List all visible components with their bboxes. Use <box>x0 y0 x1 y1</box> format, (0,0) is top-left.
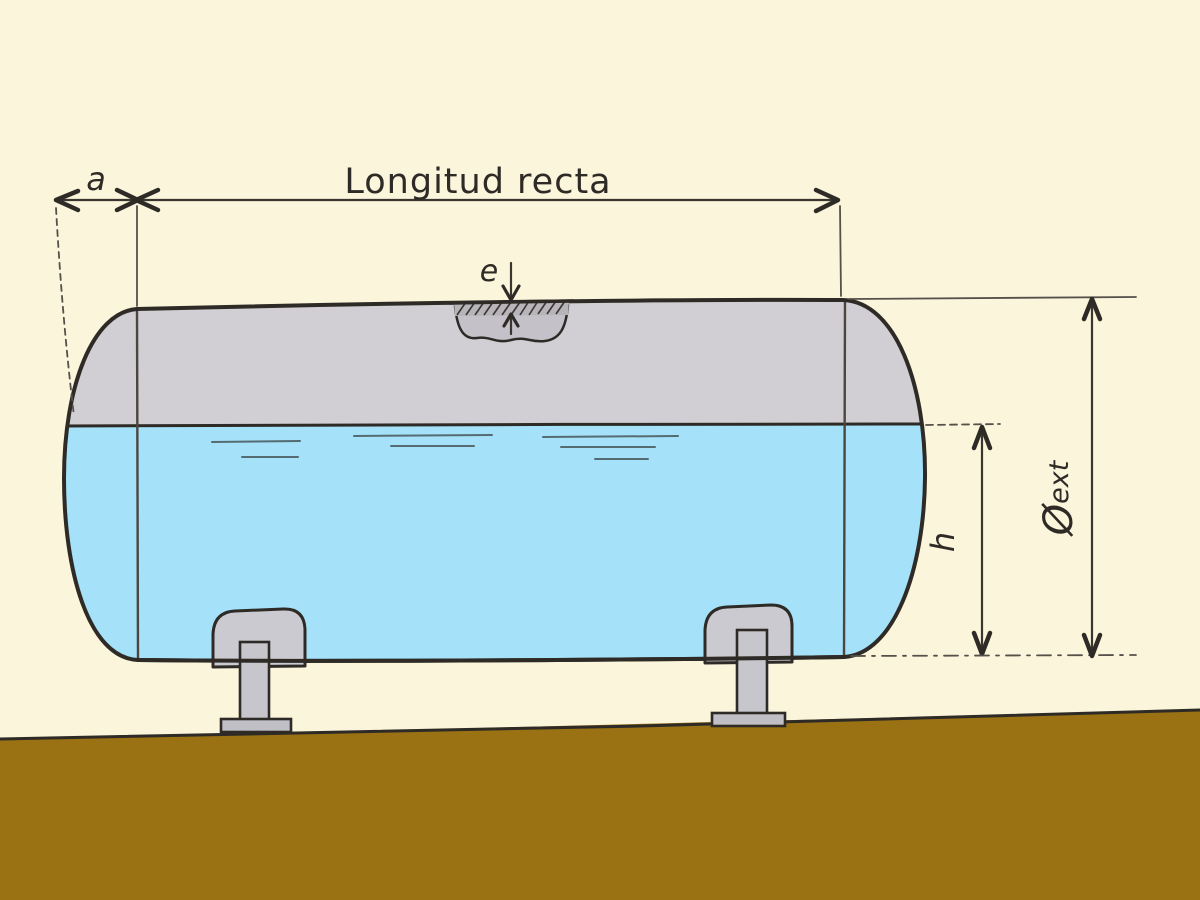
diameter-extension-line-top <box>848 296 1137 300</box>
wall-thickness-detail: e <box>448 254 575 343</box>
support-leg-right <box>703 603 794 728</box>
h-label: h <box>924 532 962 552</box>
thickness-arrow-down-head <box>501 284 521 302</box>
water-fill <box>64 425 926 661</box>
right-base-plate <box>710 711 787 728</box>
a-label: a <box>86 160 106 198</box>
a-extension-line-left <box>55 207 75 417</box>
thickness-label: e <box>480 254 498 289</box>
weld-seam-right <box>842 299 847 658</box>
right-leg-column <box>735 628 769 719</box>
diameter-label: Øext <box>1036 459 1082 537</box>
thickness-arrow-up-head <box>502 312 520 328</box>
diameter-arrow-bottom <box>1081 632 1103 659</box>
support-leg-left <box>211 607 307 734</box>
straight-length-arrow-left <box>133 187 161 213</box>
dimension-straight-length: Longitud recta <box>133 162 842 297</box>
h-arrow-top <box>971 424 993 451</box>
h-extension-line-top <box>925 423 1001 426</box>
ground <box>0 710 1200 900</box>
diameter-subscript: ext <box>1044 459 1075 504</box>
left-base-plate <box>219 717 293 734</box>
detail-top-edge <box>448 299 575 305</box>
water-surface-line <box>64 422 926 428</box>
h-arrow-bottom <box>971 630 993 657</box>
tank-bottom-edge-overstroke <box>136 655 846 663</box>
dimension-outer-diameter: Øext <box>848 296 1137 659</box>
weld-seam-left <box>135 308 140 661</box>
water-ripples <box>211 434 679 460</box>
diameter-symbol: Ø <box>1036 502 1082 537</box>
left-saddle-pad <box>211 607 307 669</box>
tank-body <box>62 297 928 663</box>
straight-length-label: Longitud recta <box>344 162 611 202</box>
straight-length-extension-line-right <box>839 205 842 297</box>
diameter-extension-line-bottom <box>850 654 1137 657</box>
straight-length-arrow-right <box>813 187 841 214</box>
ground-edge-line <box>0 708 1200 741</box>
dimension-h: h <box>924 423 1001 657</box>
diameter-arrow-top <box>1081 296 1103 322</box>
liquid-region <box>64 422 926 661</box>
a-arrow-left <box>53 188 81 213</box>
left-leg-column <box>238 640 271 724</box>
